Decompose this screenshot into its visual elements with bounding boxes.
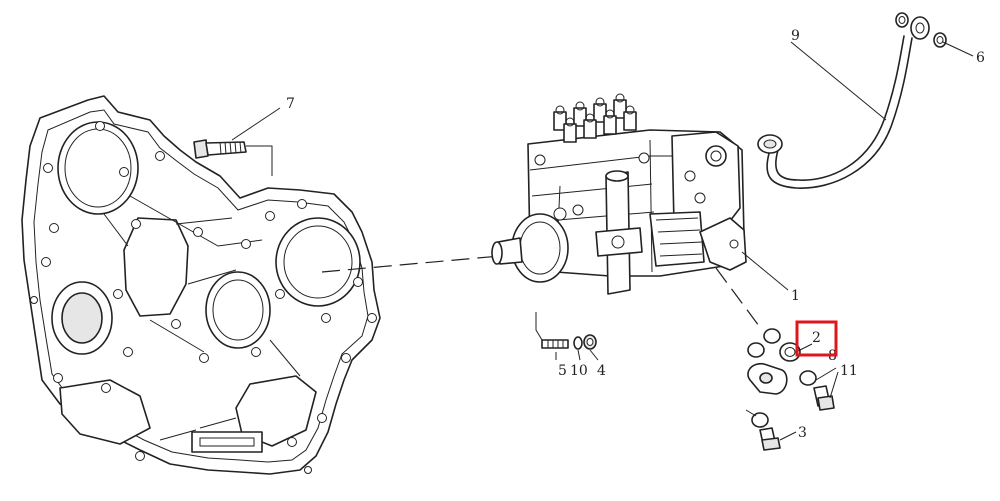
fuel-pipe-9	[757, 12, 947, 189]
timing-gear-housing	[21, 95, 381, 475]
washer-10	[573, 336, 583, 350]
callout-4: 4	[597, 363, 606, 379]
stud-5	[541, 339, 569, 349]
bolt-guide-line	[745, 409, 757, 417]
banjo-bolt-11	[813, 385, 835, 411]
callout-10: 10	[570, 363, 588, 379]
callout-2-highlight-box	[795, 320, 838, 357]
sealing-washer-upper	[747, 328, 781, 358]
banjo-bolt-3	[759, 427, 781, 451]
alignment-centerline	[321, 255, 501, 273]
bolt-7	[193, 139, 247, 159]
callout-1: 1	[791, 288, 800, 304]
nut-4	[583, 334, 597, 350]
stud-guide-line	[535, 312, 543, 341]
callout-2: 2	[812, 330, 821, 346]
sealing-washer-8	[799, 370, 817, 386]
callout-3: 3	[798, 425, 807, 441]
banjo-fitting-2	[747, 342, 801, 395]
callout-6: 6	[976, 50, 985, 66]
callout-7: 7	[286, 96, 295, 112]
callout-11: 11	[840, 363, 858, 379]
pump-to-fitting-line	[715, 267, 763, 331]
fuel-injection-pump	[491, 93, 747, 295]
callout-5: 5	[558, 363, 567, 379]
callout-9: 9	[791, 28, 800, 44]
sealing-washer-3	[751, 412, 769, 428]
leader-lines	[231, 41, 974, 441]
